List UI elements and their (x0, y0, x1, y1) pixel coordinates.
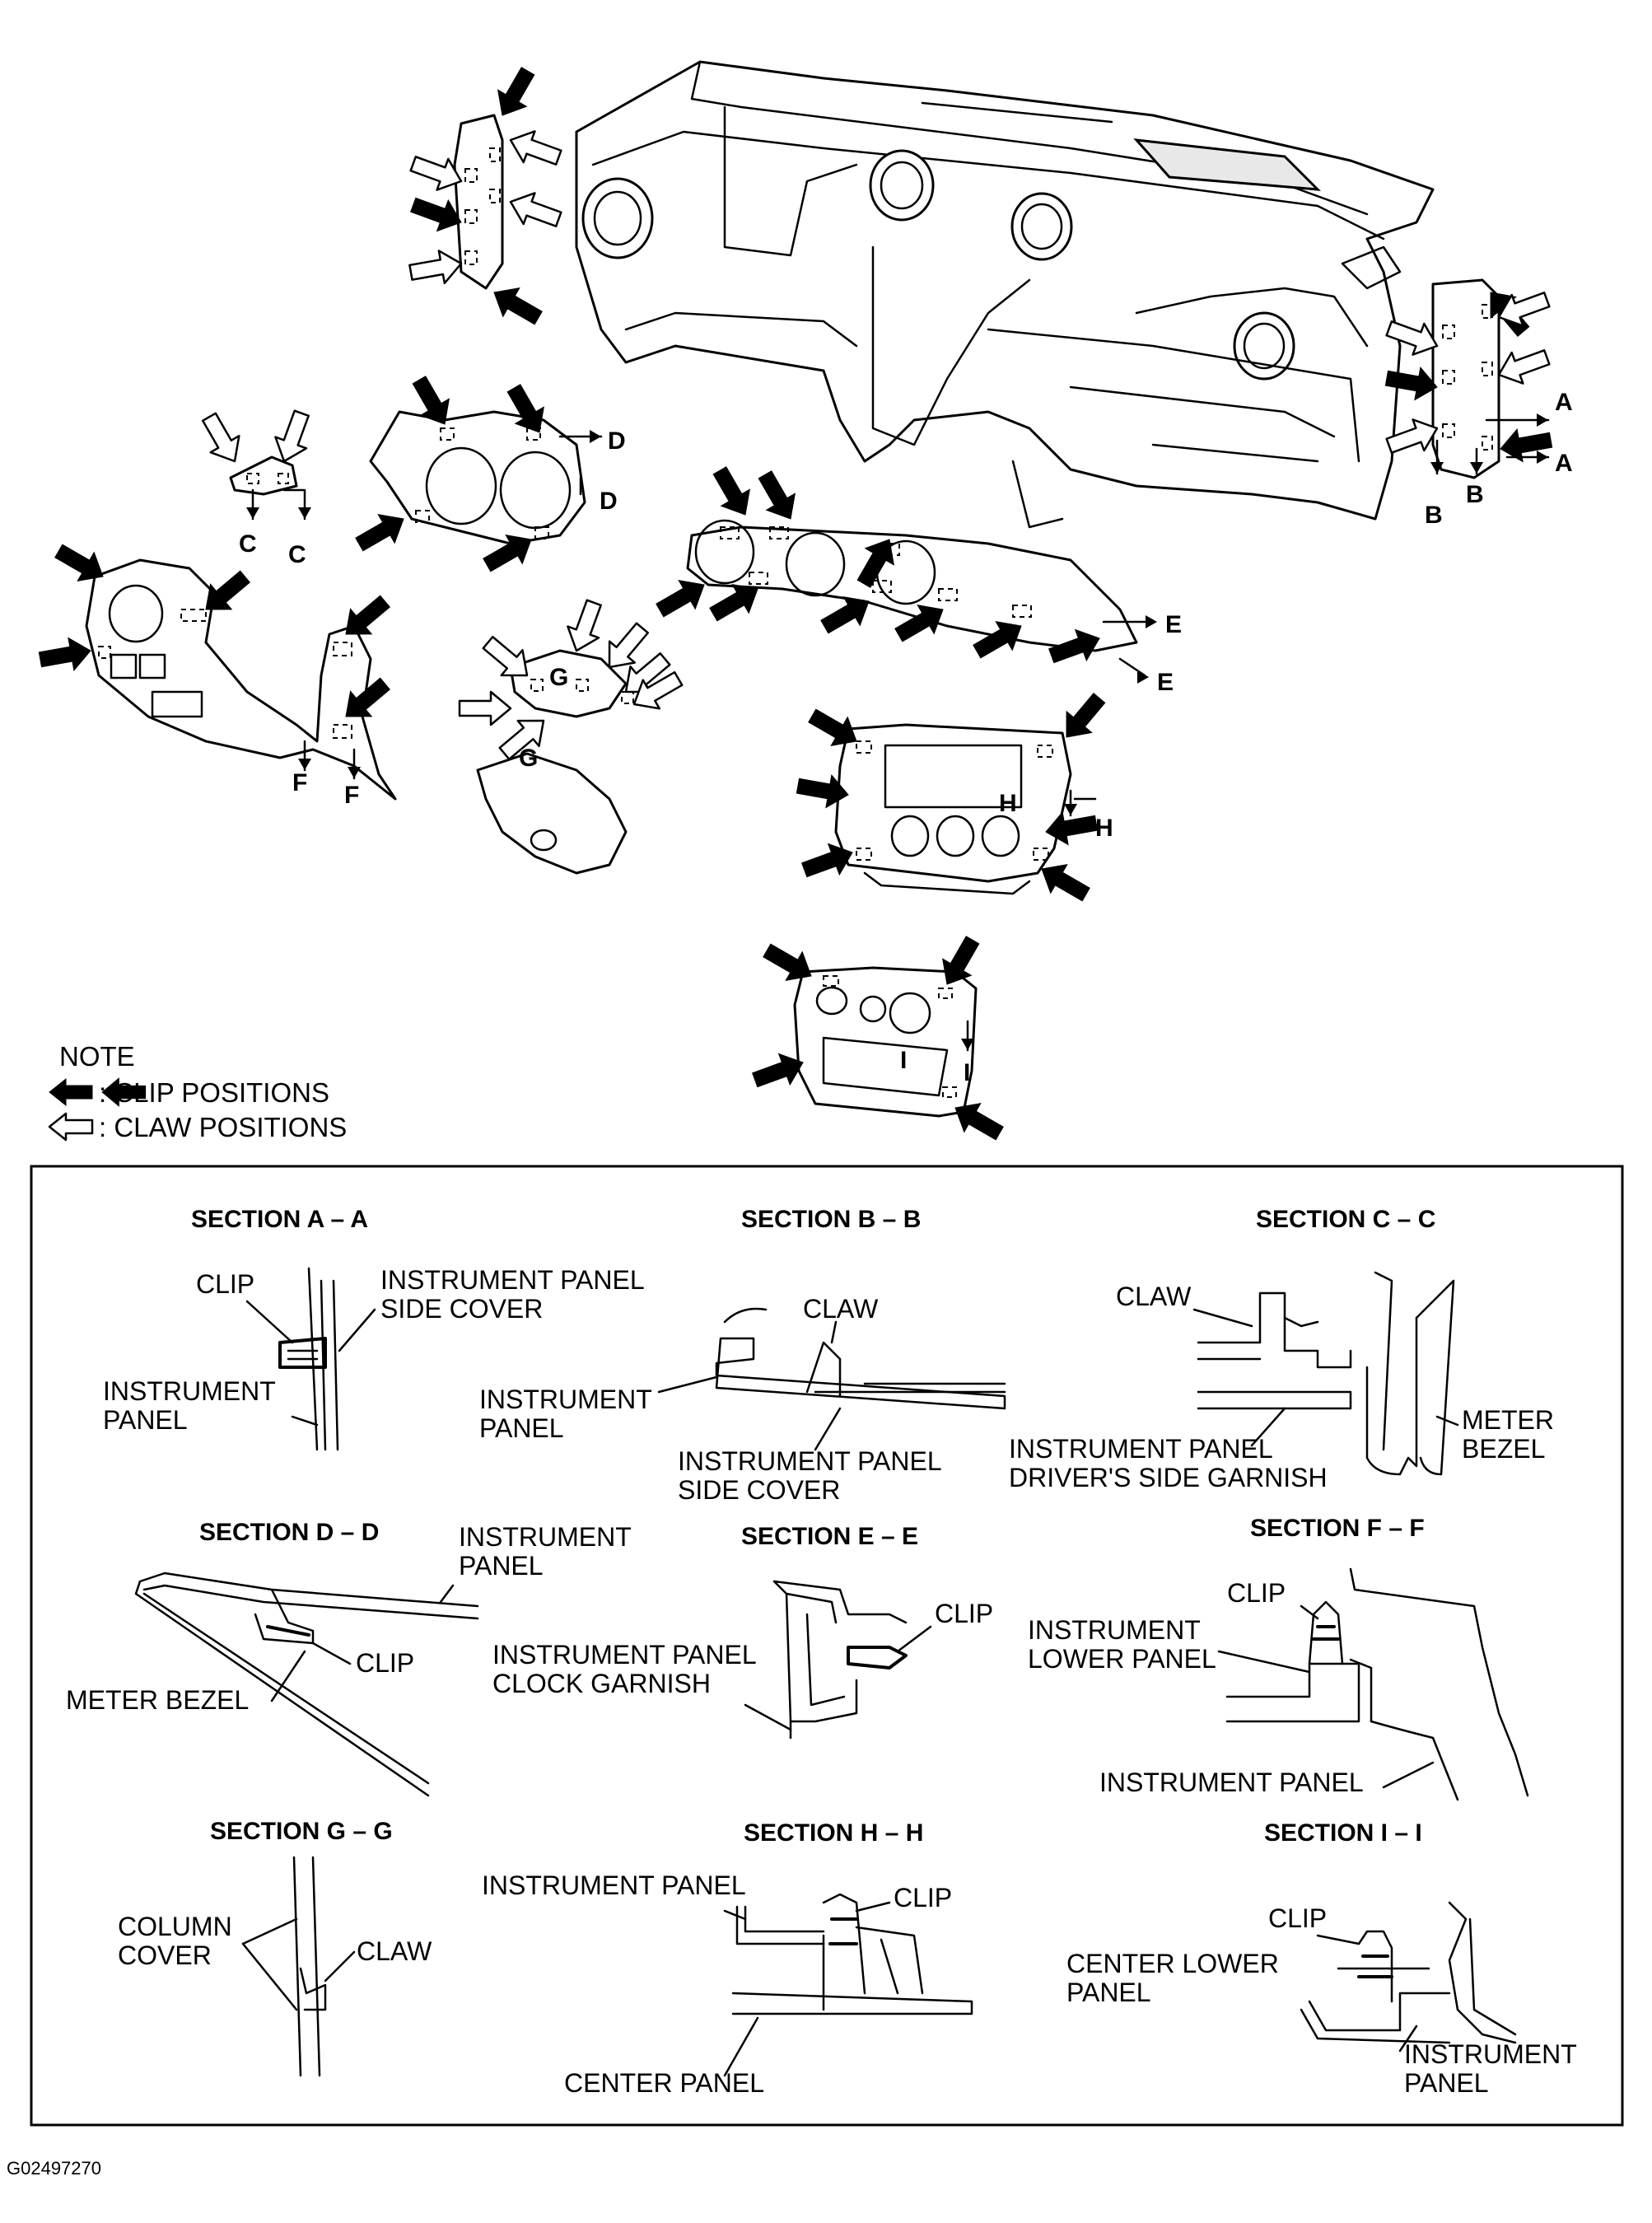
section-g-cover-label-2: COVER (118, 1940, 212, 1970)
center-panel (834, 723, 1072, 895)
section-i-title: SECTION I – I (1264, 1819, 1422, 1847)
instrument-panel-assembly (575, 60, 1435, 529)
section-a-side-cover-label-2: SIDE COVER (380, 1294, 543, 1324)
cut-label-f2: F (344, 782, 359, 809)
cut-label-g1: G (549, 664, 568, 691)
section-e-title: SECTION E – E (741, 1523, 918, 1550)
section-a-panel-label-2: PANEL (103, 1405, 188, 1435)
cut-label-c2: C (288, 541, 306, 568)
cut-label-a1: A (1555, 389, 1573, 416)
section-f-lower-label-1: INSTRUMENT (1028, 1615, 1201, 1645)
section-h-center-label: CENTER PANEL (564, 2068, 764, 2098)
section-g-cover-label-1: COLUMN (118, 1912, 232, 1941)
section-d-bezel-label: METER BEZEL (66, 1685, 249, 1715)
section-b-b: SECTION B – B CLAW INSTRUMENT PANEL INST… (479, 1206, 1006, 1505)
cut-label-d1: D (608, 427, 626, 455)
section-b-panel-label-2: PANEL (479, 1413, 564, 1443)
cut-label-g2: G (519, 745, 538, 772)
section-c-claw-label: CLAW (1116, 1282, 1192, 1311)
section-e-garnish-label-1: INSTRUMENT PANEL (492, 1640, 757, 1670)
section-d-title: SECTION D – D (199, 1519, 379, 1546)
section-i-panel-label-1: INSTRUMENT (1404, 2039, 1577, 2069)
cut-label-b1: B (1425, 502, 1443, 529)
section-b-title: SECTION B – B (741, 1206, 921, 1233)
section-a-panel-label-1: INSTRUMENT (103, 1376, 276, 1406)
cut-label-b2: B (1466, 481, 1484, 508)
section-b-panel-label-1: INSTRUMENT (479, 1385, 652, 1414)
section-d-clip-label: CLIP (356, 1648, 414, 1678)
clip-legend-text: : CLIP POSITIONS (99, 1077, 329, 1108)
cut-label-h2: H (1095, 815, 1113, 842)
section-i-clip-label: CLIP (1268, 1903, 1327, 1933)
section-c-garnish-label-1: INSTRUMENT PANEL (1009, 1434, 1273, 1464)
section-i-lower-label-1: CENTER LOWER (1066, 1949, 1279, 1978)
section-f-title: SECTION F – F (1250, 1515, 1425, 1542)
claw-legend-text: : CLAW POSITIONS (99, 1112, 347, 1142)
cut-label-c1: C (239, 530, 257, 558)
section-c-title: SECTION C – C (1256, 1206, 1435, 1233)
center-lower-panel (793, 966, 978, 1118)
section-c-bezel-label-1: METER (1462, 1405, 1554, 1435)
section-i-i: SECTION I – I CLIP CENTER LOWER PANEL IN… (1066, 1819, 1577, 2098)
cut-label-e1: E (1165, 611, 1182, 638)
instrument-panel-side-cover-right (1431, 278, 1500, 479)
section-d-d: SECTION D – D INSTRUMENT PANEL CLIP METE… (66, 1519, 632, 1797)
section-a-title: SECTION A – A (191, 1206, 368, 1233)
section-b-side-cover-label-2: SIDE COVER (678, 1475, 840, 1505)
cut-label-a2: A (1555, 450, 1573, 477)
note-title: NOTE (59, 1041, 135, 1072)
section-c-c: SECTION C – C CLAW INSTRUMENT PANEL DRIV… (1009, 1206, 1554, 1492)
cut-label-e2: E (1157, 669, 1174, 696)
section-h-title: SECTION H – H (744, 1819, 923, 1847)
section-i-lower-label-2: PANEL (1066, 1978, 1151, 2007)
section-g-claw-label: CLAW (357, 1936, 432, 1966)
sections-frame (30, 1165, 1624, 2127)
section-h-clip-label: CLIP (894, 1883, 952, 1912)
section-f-clip-label: CLIP (1227, 1578, 1286, 1608)
section-h-h: SECTION H – H INSTRUMENT PANEL CLIP CENT… (482, 1819, 973, 2098)
section-f-lower-label-2: LOWER PANEL (1028, 1644, 1216, 1674)
driver-side-garnish (229, 455, 298, 496)
legend: NOTE : CLIP POSITIONS : CLAW POSITIONS (48, 1041, 347, 1142)
section-h-panel-label: INSTRUMENT PANEL (482, 1870, 746, 1900)
section-f-f: SECTION F – F CLIP INSTRUMENT LOWER PANE… (1028, 1515, 1529, 1801)
cut-label-i1: I (900, 1047, 907, 1074)
section-b-side-cover-label-1: INSTRUMENT PANEL (678, 1446, 942, 1476)
section-a-side-cover-label-1: INSTRUMENT PANEL (380, 1265, 645, 1295)
section-c-bezel-label-2: BEZEL (1462, 1434, 1545, 1464)
section-i-panel-label-2: PANEL (1404, 2068, 1489, 2098)
clip-legend-arrow (49, 1077, 93, 1107)
section-d-panel-label-1: INSTRUMENT (459, 1522, 632, 1552)
cut-label-d2: D (600, 488, 618, 515)
section-e-e: SECTION E – E CLIP INSTRUMENT PANEL CLOC… (492, 1523, 993, 1740)
section-e-clip-label: CLIP (935, 1599, 993, 1628)
section-f-panel-label: INSTRUMENT PANEL (1099, 1768, 1364, 1797)
steering-column-cover (476, 649, 634, 875)
instrument-panel-side-cover-left (453, 114, 504, 290)
section-g-title: SECTION G – G (210, 1818, 393, 1845)
cut-label-f1: F (292, 769, 307, 796)
cut-label-h1: H (999, 790, 1017, 817)
figure-code: G02497270 (7, 2158, 101, 2179)
instrument-lower-panel (85, 558, 397, 801)
meter-bezel (369, 410, 586, 545)
cut-label-i2: I (964, 1059, 970, 1086)
section-a-a: SECTION A – A CLIP INSTRUMENT PANEL SIDE… (103, 1206, 645, 1451)
section-b-claw-label: CLAW (803, 1294, 879, 1324)
section-a-clip-label: CLIP (196, 1269, 254, 1299)
claw-legend-arrow (48, 1112, 94, 1142)
section-e-garnish-label-2: CLOCK GARNISH (492, 1669, 711, 1698)
section-c-garnish-label-2: DRIVER'S SIDE GARNISH (1009, 1463, 1328, 1492)
section-d-panel-label-2: PANEL (459, 1551, 544, 1581)
section-g-g: SECTION G – G COLUMN COVER CLAW (118, 1818, 432, 2077)
